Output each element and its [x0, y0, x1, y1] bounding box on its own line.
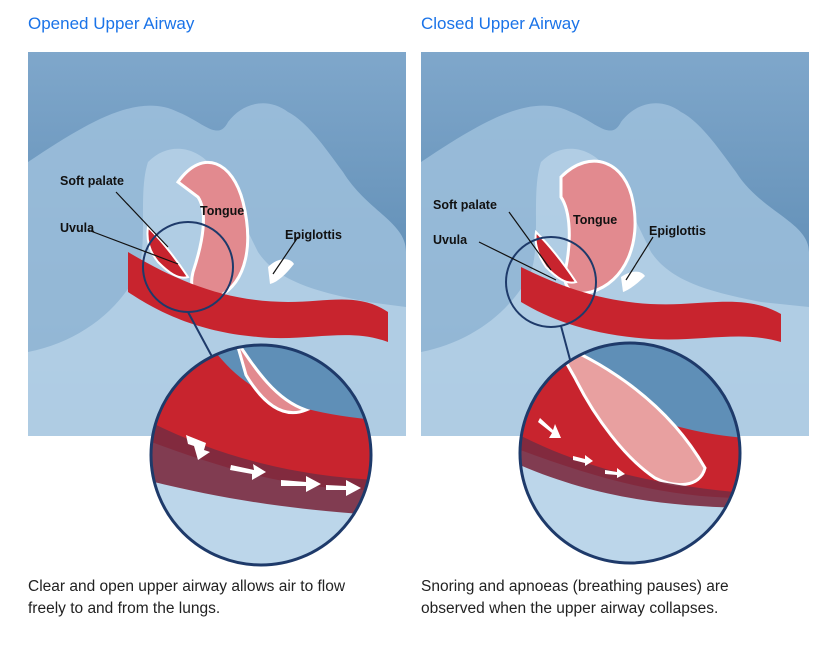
label-uvula: Uvula [433, 233, 468, 247]
left-panel-title: Opened Upper Airway [28, 14, 195, 33]
soft-palate-leader [115, 191, 169, 248]
neck-silhouette [421, 148, 809, 436]
epiglottis-shape [268, 259, 294, 284]
right-panel: Soft palate Uvula Tongue Epiglottis [421, 52, 809, 437]
soft-palate-shape [146, 224, 190, 279]
tongue-shape [559, 159, 637, 295]
label-soft-palate: Soft palate [433, 198, 497, 212]
label-epiglottis: Epiglottis [285, 228, 342, 242]
label-epiglottis: Epiglottis [649, 224, 706, 238]
right-panel-title: Closed Upper Airway [421, 14, 580, 33]
left-magnified-view [149, 343, 373, 567]
uvula-leader [478, 241, 557, 281]
label-tongue: Tongue [200, 204, 244, 218]
label-soft-palate: Soft palate [60, 174, 124, 188]
closed-airway-illustration: Soft palate Uvula Tongue Epiglottis [421, 52, 809, 437]
epiglottis-leader [272, 236, 299, 275]
label-uvula: Uvula [60, 221, 95, 235]
magnifier-ring [518, 341, 742, 565]
label-tongue: Tongue [573, 213, 617, 227]
small-zoom-circle [505, 236, 597, 328]
right-magnified-view [518, 341, 742, 565]
magnifier-ring [149, 343, 373, 567]
airflow-arrows [186, 435, 361, 496]
epiglottis-leader [625, 236, 654, 281]
uvula-leader [87, 229, 179, 265]
weak-airflow-arrows [538, 418, 625, 478]
soft-palate-leader [508, 211, 552, 271]
epiglottis-shape [621, 271, 645, 292]
right-caption: Snoring and apnoeas (breathing pauses) a… [421, 578, 729, 617]
left-caption: Clear and open upper airway allows air t… [28, 578, 346, 617]
throat-tissue [521, 267, 781, 342]
